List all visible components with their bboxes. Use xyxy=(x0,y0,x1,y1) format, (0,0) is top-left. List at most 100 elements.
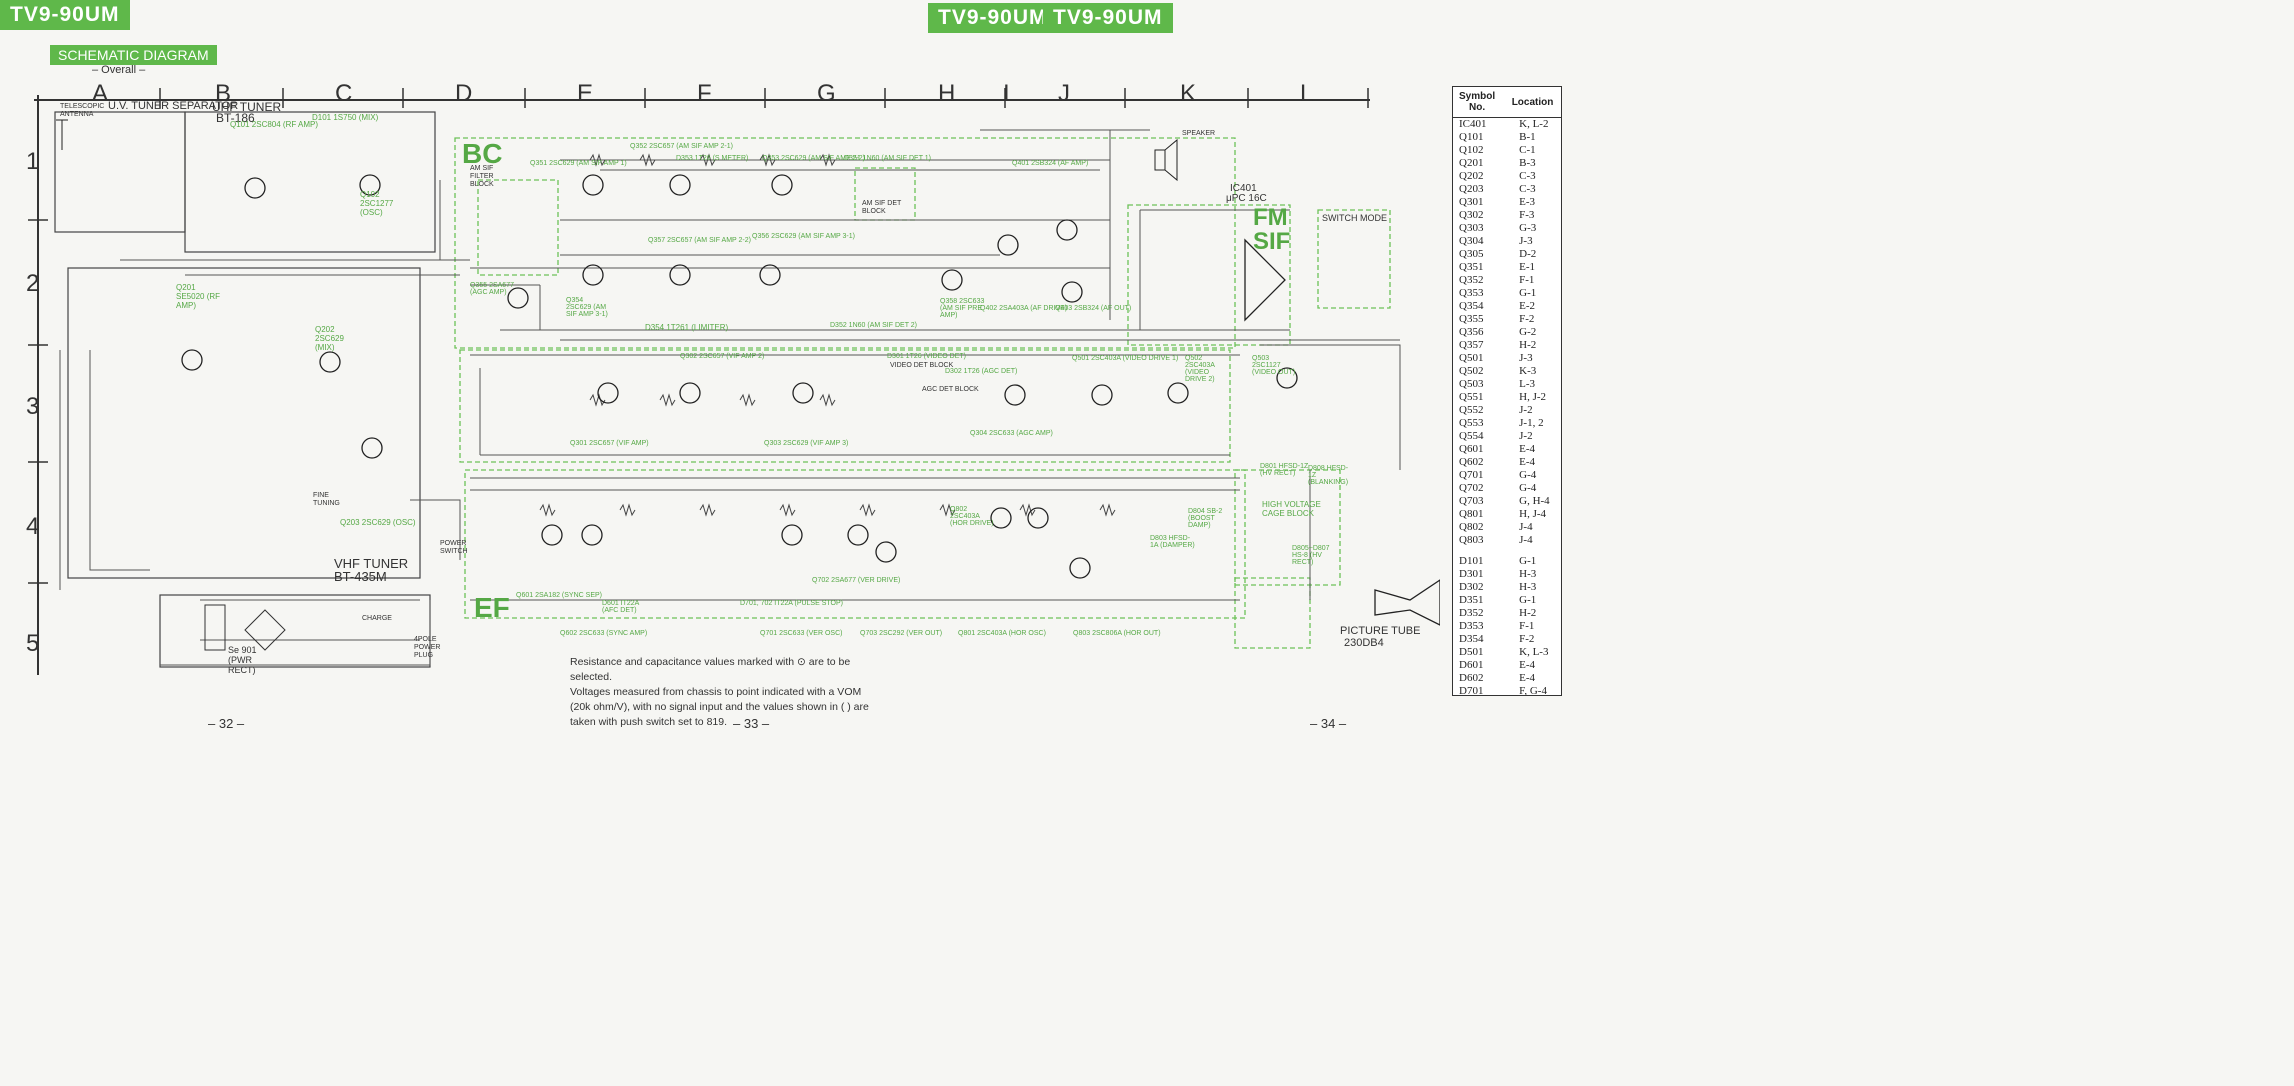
vhf-tuner-label: VHF TUNER xyxy=(334,556,409,571)
table-row: Q503 L-3 xyxy=(1453,378,1561,391)
label-q602: Q602 2SC633 (SYNC AMP) xyxy=(560,630,648,637)
label-q703: Q703 2SC292 (VER OUT) xyxy=(860,630,943,637)
location-cell: H-3 xyxy=(1519,568,1537,580)
location-cell: G-1 xyxy=(1519,555,1537,567)
location-cell: F-1 xyxy=(1519,274,1535,286)
note-2: Voltages measured from chassis to point … xyxy=(570,686,869,728)
symbol-cell: D354 xyxy=(1459,633,1484,645)
label-d805: D805~D807 HS-8 (HV RECT) xyxy=(1292,545,1330,566)
label-q356: Q356 2SC629 (AM SIF AMP 3-1) xyxy=(752,233,855,240)
column-k: K xyxy=(1180,80,1197,107)
label-q501: Q501 2SC403A (VIDEO DRIVE 1) xyxy=(1072,355,1179,362)
block-fm-sif-label: FM SIF xyxy=(1253,204,1291,255)
symbol-cell: D602 xyxy=(1459,672,1484,684)
symbol-cell: Q701 xyxy=(1459,469,1484,481)
label-q701: Q701 2SC633 (VER OSC) xyxy=(760,630,843,637)
location-cell: E-1 xyxy=(1519,261,1536,273)
symbol-cell: Q502 xyxy=(1459,365,1484,377)
schematic-drawing xyxy=(28,88,1440,675)
block-ef-label: EF xyxy=(474,592,510,623)
uhf-tuner-label: UHF TUNER xyxy=(212,100,282,114)
symbol-cell: Q202 xyxy=(1459,170,1484,182)
symbol-cell: D301 xyxy=(1459,568,1484,580)
location-cell: F, G-4 xyxy=(1519,685,1547,696)
row-1: 1 xyxy=(26,148,40,175)
symbol-cell: Q305 xyxy=(1459,248,1484,260)
column-d: D xyxy=(455,80,473,107)
symbol-cell: Q351 xyxy=(1459,261,1484,273)
label-d801: D801 HFSD-1Z (HV RECT) xyxy=(1260,463,1309,477)
label-q301: Q301 2SC657 (VIF AMP) xyxy=(570,440,649,447)
picture-tube-code: 230DB4 xyxy=(1344,637,1384,649)
uhf-tuner-code: BT-186 xyxy=(216,111,255,125)
symbol-cell: Q553 xyxy=(1459,417,1484,429)
location-cell: E-4 xyxy=(1519,672,1536,684)
column-header-symbol: Symbol No. xyxy=(1453,87,1502,118)
label-q351: Q351 2SC629 (AM SIF AMP 1) xyxy=(530,160,627,167)
am-sif-det-block-label: AM SIF DET BLOCK xyxy=(862,200,902,215)
label-se901: Se 901 (PWR RECT) xyxy=(228,645,257,675)
label-q801: Q801 2SC403A (HOR OSC) xyxy=(958,630,1046,637)
column-h: H xyxy=(938,80,956,107)
location-cell: G-1 xyxy=(1519,287,1537,299)
label-q403: Q403 2SB324 (AF OUT) xyxy=(1055,305,1132,312)
location-cell: G, H-4 xyxy=(1519,495,1550,507)
table-row: D602 E-4 xyxy=(1453,672,1561,685)
symbol-cell: D353 xyxy=(1459,620,1484,632)
block-bc-label: BC xyxy=(462,138,503,169)
location-cell: C-3 xyxy=(1519,170,1536,182)
symbol-cell: Q503 xyxy=(1459,378,1484,390)
symbol-cell: D352 xyxy=(1459,607,1484,619)
location-cell: B-3 xyxy=(1519,157,1536,169)
table-row: Q203 C-3 xyxy=(1453,183,1561,196)
uv-tuner-label: U.V. TUNER SEPARATOR xyxy=(108,100,239,112)
location-cell: L-3 xyxy=(1519,378,1536,390)
label-q203: Q203 2SC629 (OSC) xyxy=(340,518,416,527)
symbol-cell: IC401 xyxy=(1459,118,1487,130)
page-number-33: – 33 – xyxy=(733,716,770,731)
label-q354: Q354 2SC629 (AM SIF AMP 3-1) xyxy=(566,297,608,318)
speaker-label: SPEAKER xyxy=(1182,130,1216,137)
location-cell: E-4 xyxy=(1519,456,1536,468)
ic401-part: μPC 16C xyxy=(1226,193,1267,204)
location-cell: J-4 xyxy=(1519,534,1533,546)
video-det-block-label: VIDEO DET BLOCK xyxy=(890,362,954,369)
symbol-cell: Q203 xyxy=(1459,183,1484,195)
notes-block: Resistance and capacitance values marked… xyxy=(570,655,870,730)
model-badge-left: TV9-90UM xyxy=(0,0,130,30)
table-row: Q602 E-4 xyxy=(1453,456,1561,469)
symbol-cell: Q602 xyxy=(1459,456,1484,468)
location-cell: J-4 xyxy=(1519,521,1533,533)
symbol-cell: Q102 xyxy=(1459,144,1484,156)
label-q202: Q202 2SC629 (MIX) xyxy=(315,325,344,352)
location-cell: K, L-3 xyxy=(1519,646,1549,658)
location-cell: H, J-2 xyxy=(1519,391,1547,403)
location-cell: E-2 xyxy=(1519,300,1536,312)
location-cell: C-3 xyxy=(1519,183,1536,195)
label-d601: D601 IT22A (AFC DET) xyxy=(602,600,639,614)
location-cell: J-2 xyxy=(1519,404,1533,416)
symbol-cell: Q301 xyxy=(1459,196,1484,208)
symbol-cell: D501 xyxy=(1459,646,1484,658)
label-q803: Q803 2SC806A (HOR OUT) xyxy=(1073,630,1161,637)
label-q601: Q601 2SA182 (SYNC SEP) xyxy=(516,592,602,599)
